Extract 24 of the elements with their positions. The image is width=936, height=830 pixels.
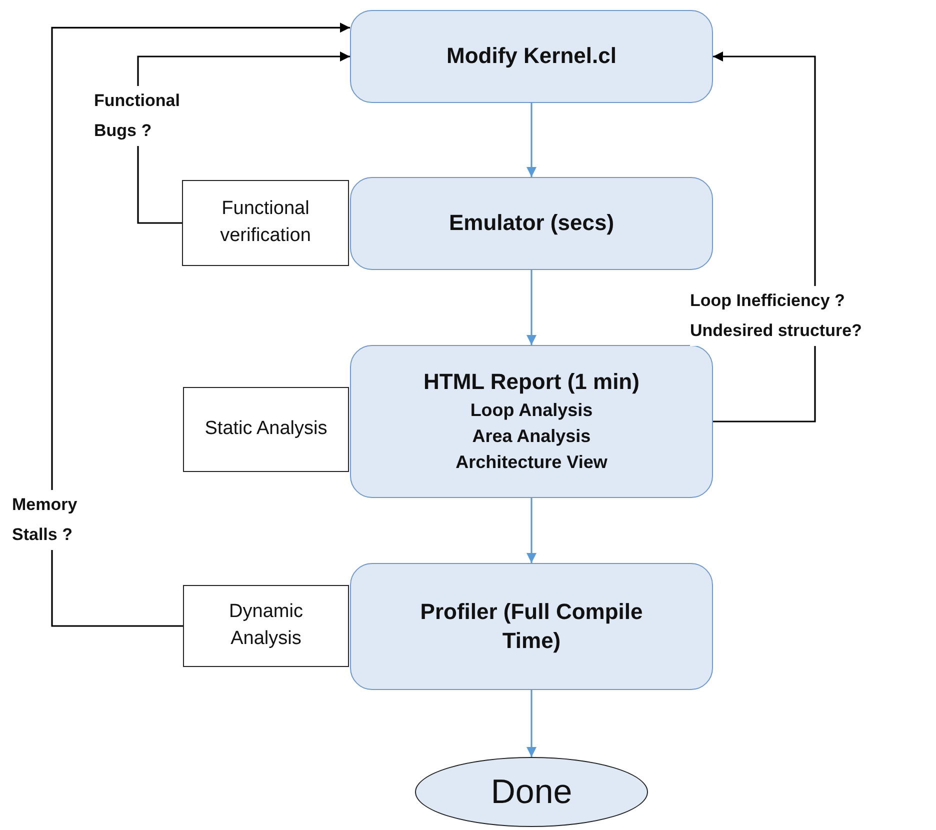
annotation-text: Static Analysis — [204, 417, 328, 442]
process-box — [350, 563, 713, 690]
box-item: Area Analysis — [472, 424, 591, 448]
flow-arrow — [526, 498, 536, 563]
annotation-box — [183, 585, 349, 667]
flow-arrow — [526, 270, 536, 345]
terminal-label: Done — [490, 772, 572, 812]
flow-arrow — [526, 690, 536, 757]
feedback-arrow — [51, 22, 350, 627]
box-title: Modify Kernel.cl — [446, 42, 616, 70]
annotation-text: Dynamic Analysis — [228, 600, 304, 651]
flow-arrow — [526, 103, 536, 177]
box-title: Profiler (Full Compile Time) — [419, 598, 644, 655]
annotation-text: Functional verification — [219, 197, 312, 248]
box-item: Loop Analysis — [470, 398, 593, 422]
feedback-arrow — [713, 52, 816, 422]
annotation-box — [183, 387, 349, 472]
box-item: Architecture View — [456, 450, 608, 474]
process-box — [350, 345, 713, 498]
process-box — [350, 177, 713, 270]
box-title: HTML Report (1 min) — [424, 368, 640, 396]
process-box — [350, 10, 713, 103]
annotation-box — [182, 180, 349, 266]
box-title: Emulator (secs) — [448, 209, 614, 238]
